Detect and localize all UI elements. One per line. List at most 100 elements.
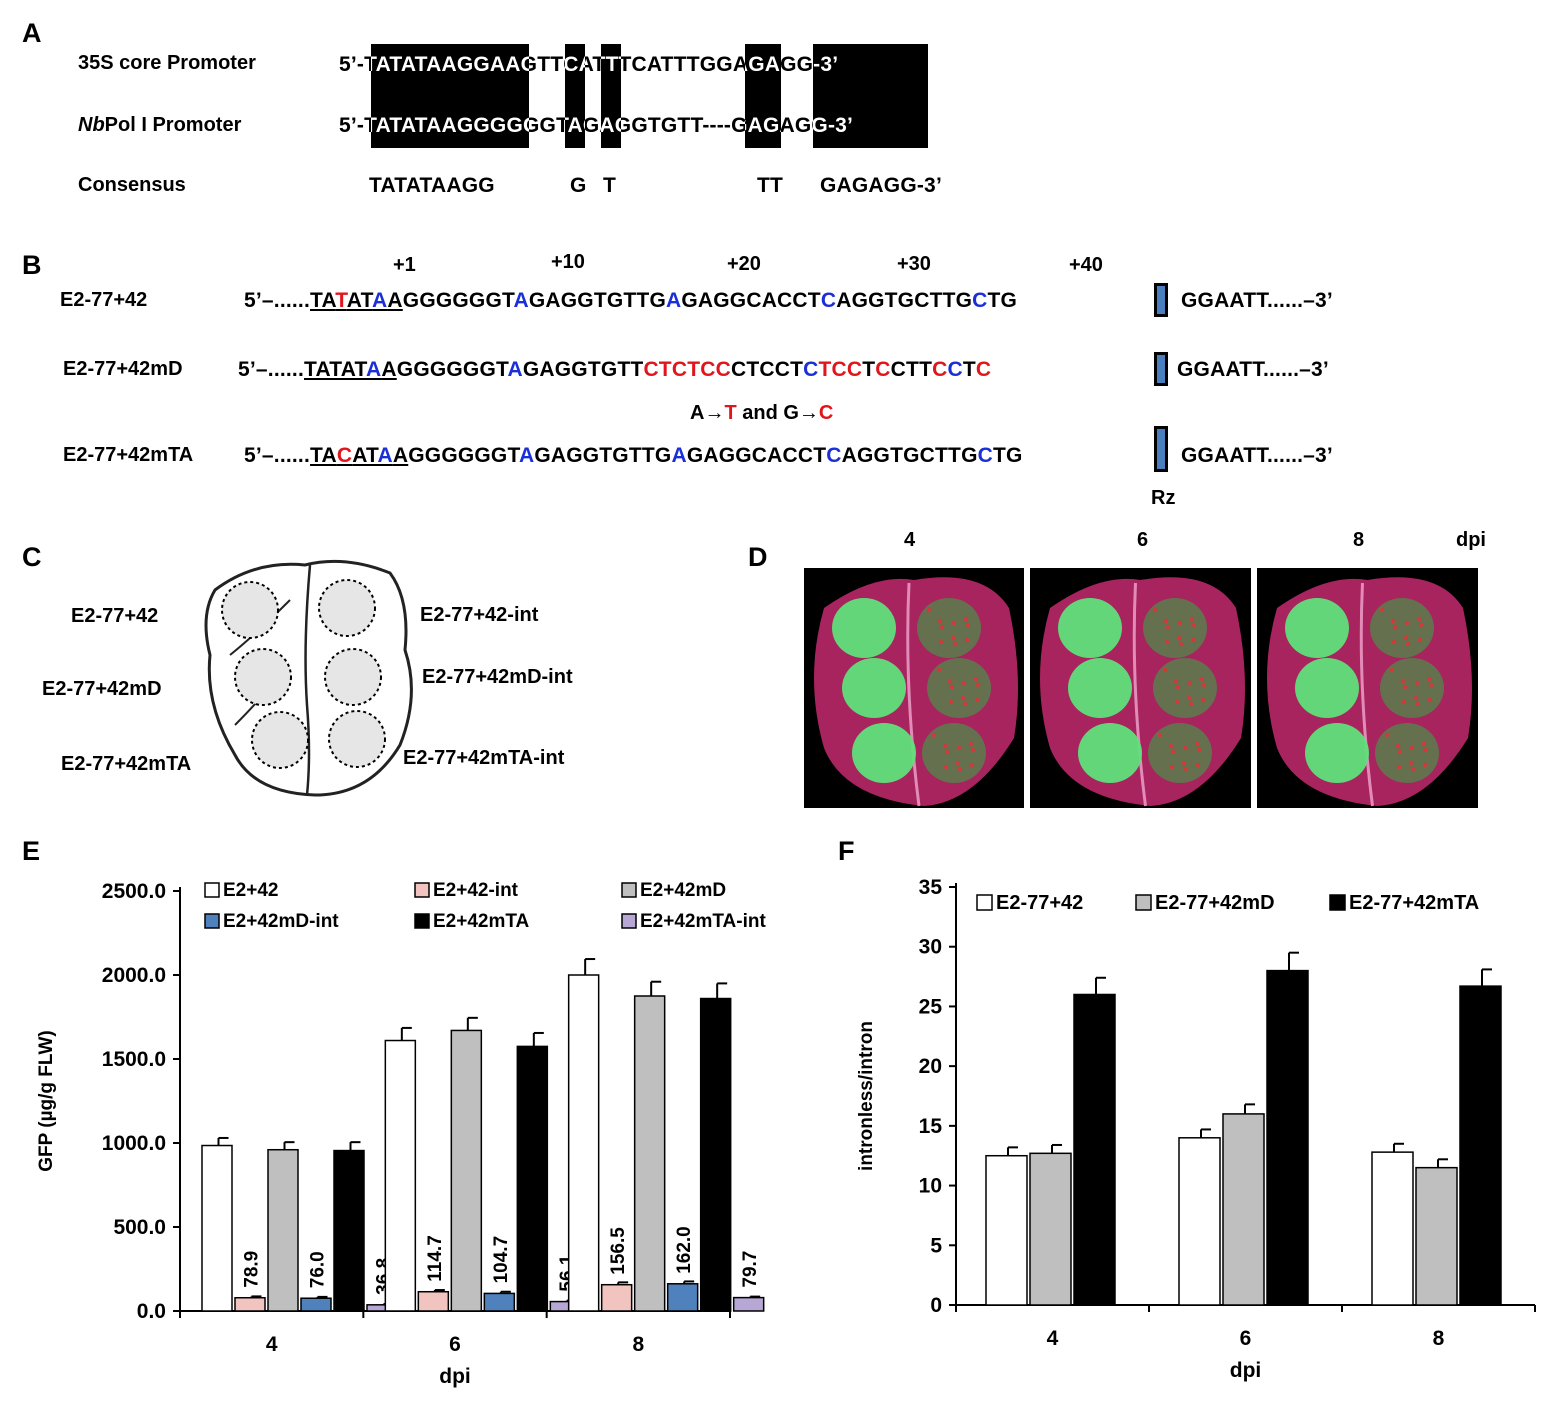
red-speck — [1200, 697, 1206, 703]
seq-name-consensus: Consensus — [78, 174, 186, 196]
legend-swatch — [414, 882, 430, 898]
legend-swatch — [204, 882, 220, 898]
legend-label: E2-77+42mD — [1155, 892, 1275, 914]
legend-label: E2-77+42mTA — [1349, 892, 1479, 914]
red-speck — [1403, 635, 1409, 641]
y-tick-label: 5 — [930, 1234, 942, 1257]
alignment-block — [565, 44, 585, 148]
bar — [234, 1296, 266, 1312]
leaf-photo-4dpi — [804, 568, 1024, 808]
gfp-spot — [1380, 658, 1444, 718]
gfp-spot — [1143, 598, 1207, 658]
data-label: 104.7 — [491, 1236, 512, 1284]
red-speck — [1163, 618, 1169, 624]
red-speck — [1401, 699, 1407, 705]
panel-e-label: E — [22, 836, 41, 866]
ribozyme-box — [1154, 352, 1168, 386]
red-speck — [1176, 635, 1182, 641]
bar — [1178, 1137, 1221, 1306]
legend-swatch — [414, 913, 430, 929]
red-speck — [1415, 701, 1421, 707]
red-speck — [1396, 764, 1402, 770]
red-speck — [947, 678, 953, 684]
red-speck — [937, 618, 943, 624]
y-tick-label: 0.0 — [137, 1300, 166, 1323]
infiltration-label: E2-77+42mTA — [61, 753, 192, 775]
red-speck — [957, 766, 963, 772]
dpi-label: dpi — [1456, 529, 1486, 551]
red-speck — [1175, 684, 1181, 690]
alignment-block — [813, 44, 928, 148]
x-axis-title: dpi — [439, 1365, 471, 1388]
construct-tail: GGAATT......–3’ — [1181, 444, 1333, 467]
infiltration-label: E2-77+42 — [71, 605, 159, 627]
red-speck — [1201, 682, 1207, 688]
red-speck — [1421, 741, 1427, 747]
seq-nbpol: 5’-TATATAAGGGGGGTAGAGGTGTT----GAGAGG-3’ — [339, 114, 853, 138]
red-speck — [1183, 766, 1189, 772]
red-speck — [962, 701, 968, 707]
red-speck — [1187, 680, 1193, 686]
legend-label: E2+42mTA-int — [640, 911, 766, 932]
gfp-spot — [1370, 598, 1434, 658]
gfp-spot — [1305, 723, 1369, 783]
red-speck — [1400, 678, 1406, 684]
position-label: +30 — [897, 253, 931, 275]
leaf-image — [1267, 577, 1472, 807]
red-speck — [1404, 620, 1410, 626]
leaf-photo-6dpi — [1030, 568, 1251, 808]
red-speck — [1199, 676, 1205, 682]
legend-swatch — [621, 913, 637, 929]
seq-name-35s: 35S core Promoter — [78, 52, 256, 74]
y-tick-label: 10 — [919, 1175, 942, 1198]
legend-swatch — [204, 913, 220, 929]
gfp-spot — [1148, 723, 1212, 783]
bar — [516, 1045, 549, 1312]
position-label: +20 — [727, 253, 761, 275]
construct-sequence: 5’–......TACATAAGGGGGGTAGAGGTGTTGAGAGGCA… — [244, 444, 1023, 467]
leaf-diagram — [204, 559, 413, 797]
red-speck — [1416, 616, 1422, 622]
construct-name: E2-77+42 — [60, 289, 148, 311]
leaf-image — [814, 577, 1018, 807]
bar — [633, 995, 666, 1312]
leaf-midrib — [1132, 582, 1147, 807]
gfp-spot — [852, 723, 916, 783]
day-label: 4 — [904, 529, 916, 551]
bar — [732, 1296, 765, 1312]
x-tick-label: 6 — [449, 1333, 461, 1356]
infiltration-label: E2-77+42-int — [420, 604, 539, 626]
bar — [1222, 1113, 1265, 1306]
red-speck — [1162, 667, 1168, 673]
red-speck — [1168, 743, 1174, 749]
red-speck — [952, 641, 958, 647]
bar — [1073, 993, 1116, 1306]
panel-a-label: A — [22, 18, 42, 48]
red-speck — [1169, 764, 1175, 770]
construct-name: E2-77+42mTA — [63, 444, 194, 466]
red-speck — [1418, 622, 1424, 628]
red-speck — [1170, 749, 1176, 755]
gfp-spot — [1153, 658, 1217, 718]
red-speck — [1414, 680, 1420, 686]
red-speck — [973, 676, 979, 682]
bar — [417, 1290, 450, 1312]
y-tick-label: 35 — [919, 876, 943, 899]
red-speck — [1173, 678, 1179, 684]
red-speck — [1397, 749, 1403, 755]
x-tick-label: 4 — [1047, 1327, 1059, 1350]
red-speck — [956, 745, 962, 751]
seq-consensus-4: TT — [757, 174, 784, 197]
panel-c-label: C — [22, 542, 42, 572]
rz-label: Rz — [1151, 487, 1176, 509]
seq-35s-text: 5’-TATATAAGGAAGTTCATTTCATTTGGAGAGG-3’ — [339, 53, 839, 76]
leaf-image — [1040, 577, 1245, 807]
alignment-block — [371, 44, 529, 148]
red-speck — [963, 616, 969, 622]
position-label: +1 — [393, 254, 416, 276]
leaf-midrib — [906, 582, 921, 807]
bar — [567, 974, 600, 1312]
panel-b-label: B — [22, 250, 42, 280]
seq-nbpol-text: 5’-TATATAAGGGGGGTAGAGGTGTT----GAGAGG-3’ — [339, 114, 854, 137]
